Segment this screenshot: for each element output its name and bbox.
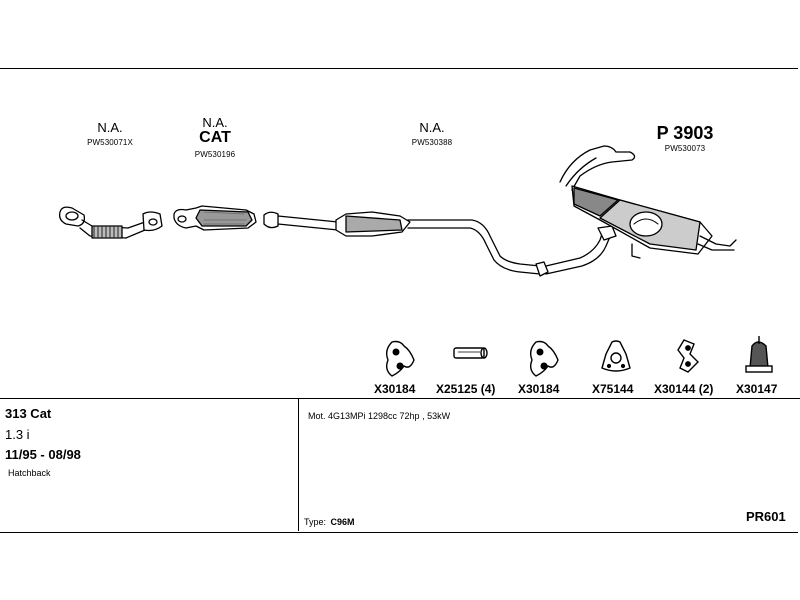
part-title: N.A.: [202, 115, 228, 130]
rubber-hanger-icon: [529, 340, 559, 377]
reference-code: PR601: [746, 509, 786, 524]
rubber-bobbin-icon: [745, 336, 773, 373]
accessory-code: X30184: [518, 382, 560, 396]
rubber-hanger-icon: [385, 340, 415, 377]
part-code: PW530388: [411, 138, 453, 147]
type-value: C96M: [330, 517, 355, 527]
part-code: PW530073: [664, 144, 706, 153]
motor-spec: Mot. 4G13MPi 1298cc 72hp , 53kW: [308, 411, 451, 421]
vehicle-years: 11/95 - 08/98: [5, 447, 81, 462]
part-label-catalyst: N.A. CAT PW530196: [175, 115, 255, 159]
accessory-code: X75144: [592, 382, 634, 396]
part-subtitle: CAT: [199, 129, 231, 146]
vehicle-engine: 1.3 i: [5, 427, 30, 442]
vehicle-model: 313 Cat: [5, 406, 52, 421]
vehicle-body: Hatchback: [8, 468, 51, 478]
rubber-mount-icon: [677, 339, 699, 373]
part-title: N.A.: [97, 120, 123, 135]
accessory-code: X25125 (4): [436, 382, 496, 396]
type-info: Type: C96M: [304, 517, 355, 527]
part-label-rear-silencer: P 3903 PW530073: [640, 123, 730, 153]
part-label-middle-pipe: N.A. PW530388: [392, 120, 472, 147]
catalyst-part: [173, 205, 257, 231]
front-pipe-part: [58, 206, 163, 239]
clamp-tube-icon: [453, 347, 488, 359]
flange-gasket-icon: [601, 340, 631, 372]
table-divider-horizontal: [0, 398, 800, 399]
part-code: PW530196: [194, 150, 236, 159]
table-divider-vertical: [298, 398, 299, 531]
accessory-code: X30144 (2): [654, 382, 714, 396]
part-label-front-pipe: N.A. PW530071X: [70, 120, 150, 147]
part-title: N.A.: [419, 120, 445, 135]
part-code: PW530071X: [87, 138, 133, 147]
accessory-code: X30184: [374, 382, 416, 396]
rear-silencer-part: [559, 145, 737, 259]
diagram-frame: [0, 68, 798, 533]
part-title: P 3903: [656, 123, 714, 143]
type-label: Type:: [304, 517, 327, 527]
middle-pipe-part: [263, 211, 617, 277]
accessory-code: X30147: [736, 382, 778, 396]
